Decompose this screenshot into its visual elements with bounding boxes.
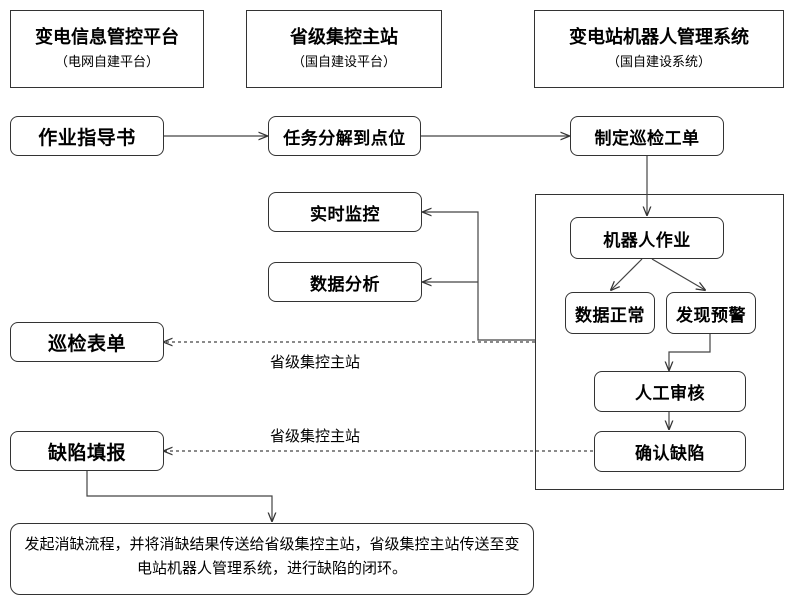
node-alarm-found: 发现预警	[666, 292, 756, 334]
edge-label-patrol-form: 省级集控主站	[270, 353, 361, 371]
node-label: 确认缺陷	[635, 444, 705, 464]
node-robot-work: 机器人作业	[570, 217, 724, 259]
edge-robot-to-alarm	[651, 258, 705, 290]
node-label: 作业指导书	[38, 126, 136, 149]
node-label: 发现预警	[676, 305, 746, 326]
node-data-analysis: 数据分析	[268, 262, 422, 302]
system-title: 变电站机器人管理系统	[569, 27, 749, 48]
system-header-robot-system: 变电站机器人管理系统 （国自建设系统）	[534, 10, 784, 88]
system-title: 变电信息管控平台	[35, 27, 179, 48]
node-label: 缺陷填报	[47, 441, 126, 464]
node-patrol-form: 巡检表单	[10, 322, 164, 362]
node-label: 数据正常	[575, 305, 645, 326]
node-task-decompose: 任务分解到点位	[268, 116, 421, 156]
node-realtime-monitor: 实时监控	[268, 192, 422, 232]
system-subtitle: （电网自建平台）	[54, 55, 159, 70]
node-label: 人工审核	[635, 384, 705, 404]
edge-robot-to-normal	[611, 258, 643, 290]
system-subtitle: （国自建设平台）	[291, 55, 396, 70]
edge-alarm-to-review	[669, 334, 711, 370]
node-manual-review: 人工审核	[594, 371, 746, 412]
node-label: 巡检表单	[47, 332, 126, 355]
node-data-normal: 数据正常	[565, 292, 655, 334]
node-label: 机器人作业	[603, 230, 691, 251]
system-header-substation-platform: 变电信息管控平台 （电网自建平台）	[10, 10, 204, 88]
node-label: 任务分解到点位	[283, 128, 406, 149]
node-label: 制定巡检工单	[594, 128, 700, 149]
node-defect-report: 缺陷填报	[10, 431, 164, 471]
system-header-provincial-station: 省级集控主站 （国自建设平台）	[246, 10, 442, 88]
node-label: 实时监控	[310, 204, 380, 225]
system-subtitle: （国自建设系统）	[606, 55, 711, 70]
node-confirm-defect: 确认缺陷	[594, 431, 746, 472]
node-work-guide: 作业指导书	[10, 116, 164, 156]
closure-note: 发起消缺流程，并将消缺结果传送给省级集控主站，省级集控主站传送至变电站机器人管理…	[10, 523, 534, 595]
node-label: 数据分析	[310, 274, 380, 295]
edge-system-to-monitor	[423, 212, 535, 341]
node-make-patrol-order: 制定巡检工单	[570, 116, 724, 156]
edge-label-defect-report: 省级集控主站	[270, 427, 361, 445]
system-title: 省级集控主站	[290, 27, 398, 48]
edge-defect-to-note	[86, 471, 272, 521]
